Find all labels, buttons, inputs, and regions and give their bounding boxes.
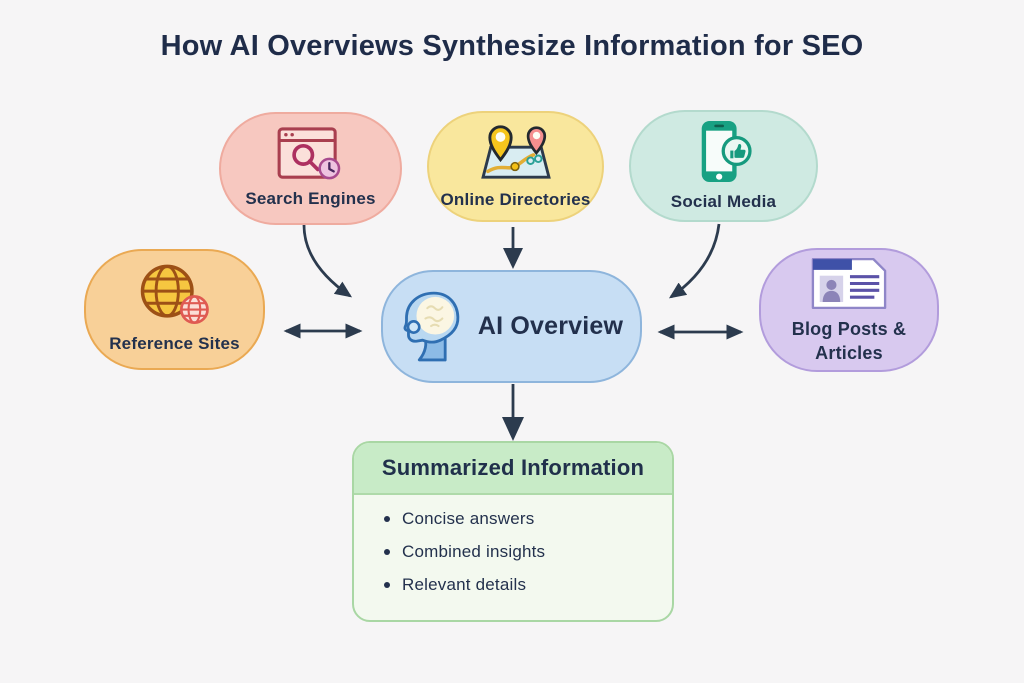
diagram-title: How AI Overviews Synthesize Information … [160, 30, 864, 62]
edge-summary-arrowhead [502, 417, 524, 441]
edge-search-to-ai [302, 224, 353, 298]
node-label: Blog Posts & Articles [791, 319, 907, 363]
edge-directories-arrowhead [503, 248, 523, 269]
node-label: Social Media [670, 191, 777, 211]
phone-thumbs-up-icon [693, 119, 755, 185]
node-label: Search Engines [245, 189, 376, 209]
browser-search-icon [276, 126, 346, 182]
edge-social-to-ai [668, 223, 721, 299]
map-pins-icon [475, 121, 557, 183]
summary-panel-body: Concise answers Combined insights Releva… [354, 495, 672, 595]
summary-bullet: Combined insights [382, 542, 662, 562]
head-brain-icon [400, 290, 464, 364]
node-blog-posts-articles: Blog Posts & Articles [759, 248, 939, 372]
node-label: AI Overview [477, 312, 624, 341]
node-social-media: Social Media [629, 110, 818, 222]
summary-bullet-list: Concise answers Combined insights Releva… [382, 509, 662, 595]
node-ai-overview: AI Overview [381, 270, 642, 383]
node-label: Reference Sites [109, 334, 240, 354]
article-icon [809, 255, 889, 312]
summary-bullet: Relevant details [382, 575, 662, 595]
node-reference-sites: Reference Sites [84, 249, 265, 370]
node-label: Online Directories [440, 190, 591, 210]
summary-bullet: Concise answers [382, 509, 662, 529]
summary-panel-header: Summarized Information [354, 443, 672, 495]
node-online-directories: Online Directories [427, 111, 604, 222]
summary-panel: Summarized Information Concise answers C… [352, 441, 674, 622]
node-search-engines: Search Engines [219, 112, 402, 225]
globe-icon [137, 263, 213, 327]
